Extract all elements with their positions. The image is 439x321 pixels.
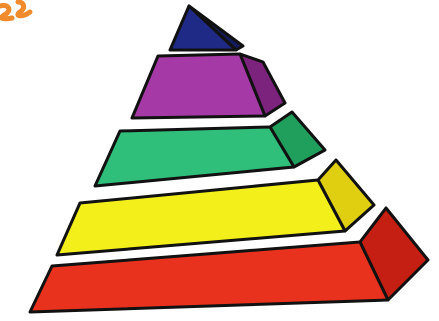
pyramid-apex <box>170 6 243 50</box>
pyramid-level-2 <box>132 54 285 118</box>
pyramid-levels <box>30 6 428 312</box>
level-2-front-face <box>132 54 265 118</box>
pyramid-level-3 <box>95 112 325 186</box>
level-3-front-face <box>95 127 294 186</box>
level-4-front-face <box>57 180 345 255</box>
corner-mark-icon <box>0 2 30 19</box>
apex-front-face <box>170 6 236 50</box>
